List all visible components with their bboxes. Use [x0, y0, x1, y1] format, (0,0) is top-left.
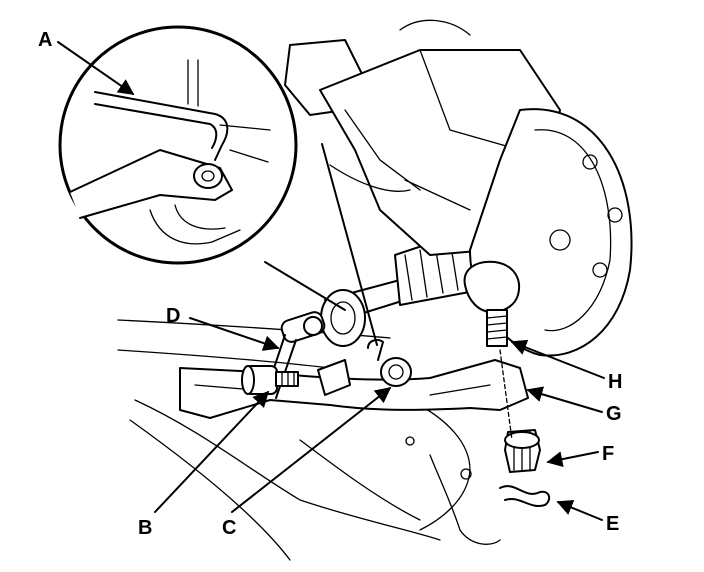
bushing-c — [317, 339, 412, 396]
callout-e: E — [606, 513, 619, 535]
callout-a: A — [38, 29, 52, 51]
callout-b: B — [138, 517, 152, 539]
callout-d: D — [166, 305, 180, 327]
callout-c: C — [222, 517, 236, 539]
subframe-lines — [117, 319, 501, 561]
leader-lines — [57, 41, 605, 521]
ball-joint — [463, 260, 520, 347]
callout-f: F — [602, 443, 614, 465]
callout-h: H — [608, 371, 622, 393]
lower-control-arm — [179, 359, 529, 419]
cotter-pin — [499, 485, 551, 508]
callout-labels: A B C D E F G H — [38, 29, 622, 539]
castle-nut — [504, 429, 541, 473]
callout-g: G — [606, 403, 622, 425]
bolt-b — [241, 365, 299, 395]
alignment-line — [499, 349, 513, 441]
